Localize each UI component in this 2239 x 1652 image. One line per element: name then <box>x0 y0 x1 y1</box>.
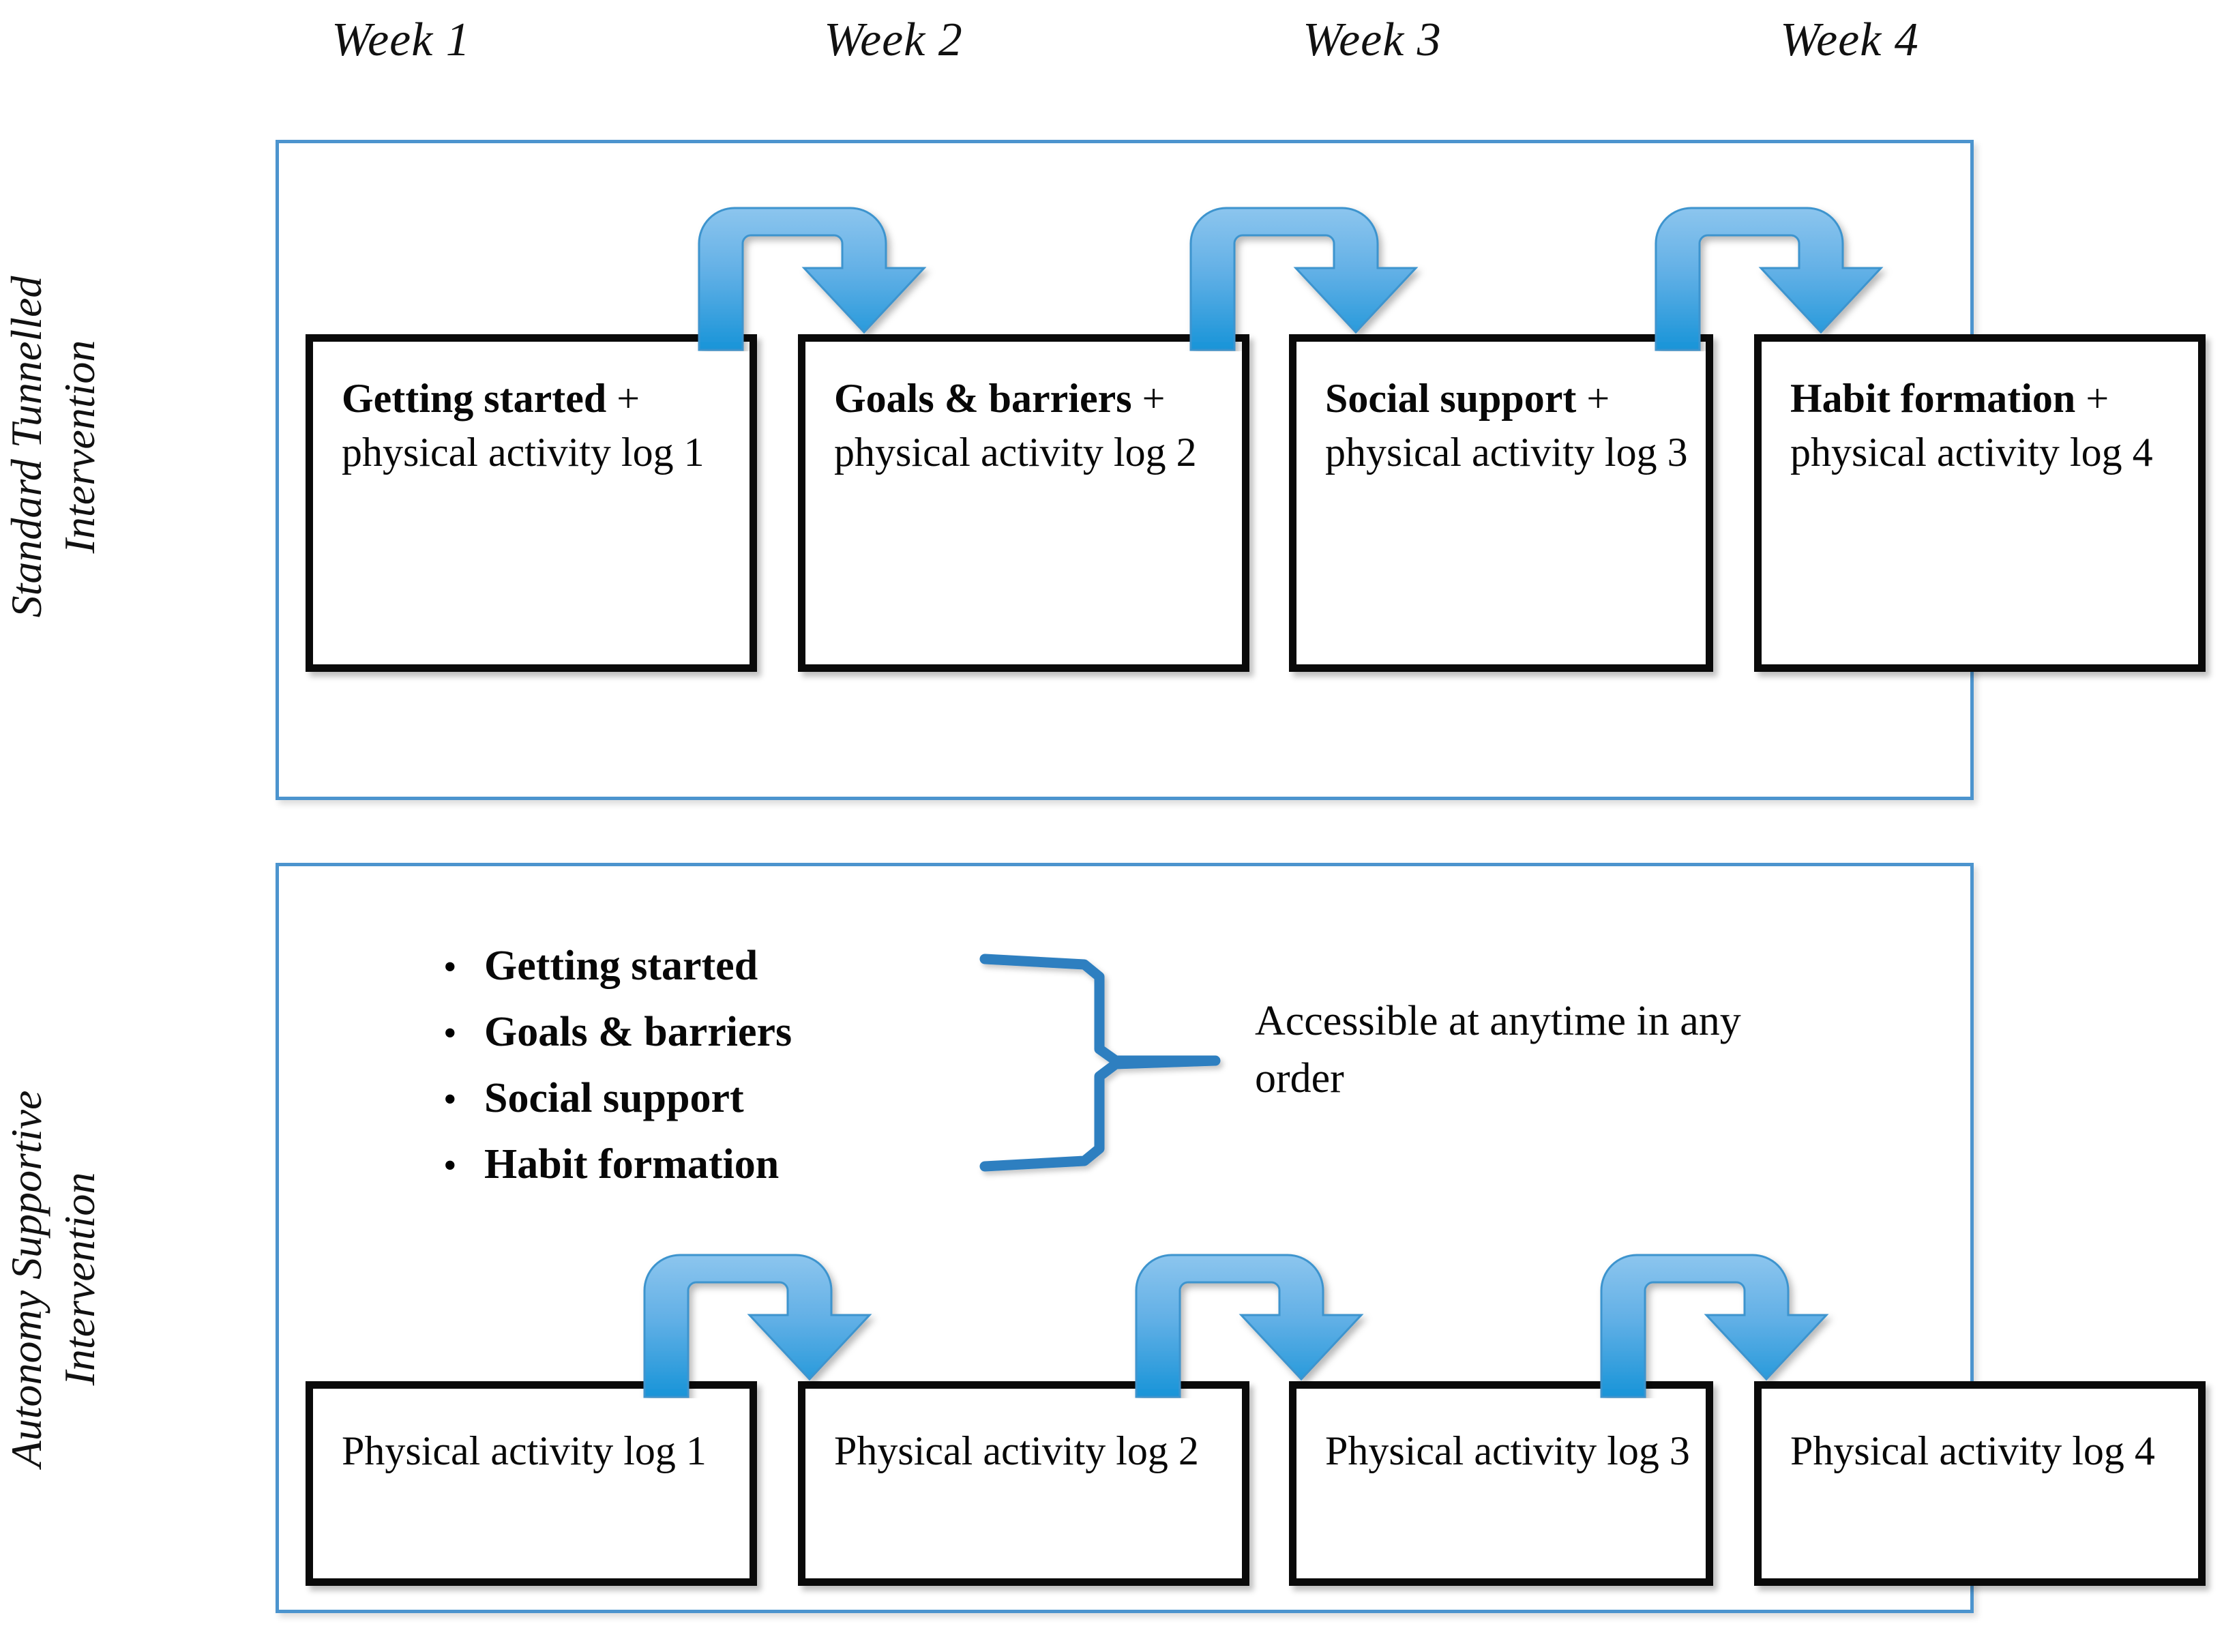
log-box-week-1[interactable]: Physical activity log 1 <box>306 1381 757 1586</box>
week-header-row: Week 1 Week 2 Week 3 Week 4 <box>0 0 2239 102</box>
module-box-week-4-title: Habit formation <box>1790 376 2076 421</box>
module-box-week-2-plus: + <box>1131 376 1166 421</box>
module-box-week-2-text: Goals & barriers + physical activity log… <box>834 372 1230 480</box>
module-list-label-goals-barriers: Goals & barriers <box>484 1009 792 1055</box>
log-box-week-4-text: Physical activity log 4 <box>1790 1428 2155 1473</box>
module-box-week-3-plus: + <box>1576 376 1610 421</box>
week-label-1: Week 1 <box>331 14 471 66</box>
module-list-label-social-support: Social support <box>484 1075 744 1121</box>
row-label-standard-tunnelled-intervention: Standard Tunnelled Intervention <box>0 89 106 805</box>
module-box-week-1[interactable]: Getting started + physical activity log … <box>306 334 757 672</box>
log-box-week-1-text: Physical activity log 1 <box>342 1428 707 1473</box>
module-box-week-1-plus: + <box>606 376 640 421</box>
module-box-week-1-rest: physical activity log 1 <box>342 430 705 475</box>
list-item[interactable]: • Habit formation <box>443 1143 1057 1209</box>
log-box-week-2-text: Physical activity log 2 <box>834 1428 1199 1473</box>
module-box-week-4-plus: + <box>2075 376 2109 421</box>
module-box-week-4-text: Habit formation + physical activity log … <box>1790 372 2186 480</box>
module-box-week-1-title: Getting started <box>342 376 607 421</box>
log-box-week-4[interactable]: Physical activity log 4 <box>1754 1381 2206 1586</box>
log-box-week-2[interactable]: Physical activity log 2 <box>798 1381 1249 1586</box>
bullet-dot-icon: • <box>443 1145 457 1187</box>
module-box-week-4[interactable]: Habit formation + physical activity log … <box>1754 334 2206 672</box>
row-label-autonomy-supportive-intervention: Autonomy Supportive Intervention <box>0 921 106 1637</box>
row-label-autonomy-line1: Autonomy Supportive <box>2 1090 50 1468</box>
log-box-week-3-text: Physical activity log 3 <box>1325 1428 1690 1473</box>
row-label-autonomy-line2: Intervention <box>55 1172 104 1386</box>
module-box-week-3-text: Social support + physical activity log 3 <box>1325 372 1693 480</box>
module-box-week-3-rest: physical activity log 3 <box>1325 430 1688 475</box>
module-list: • Getting started • Goals & barriers • S… <box>443 945 1057 1209</box>
accessible-anytime-note: Accessible at anytime in any order <box>1255 992 1937 1108</box>
module-box-week-4-rest: physical activity log 4 <box>1790 430 2153 475</box>
accessible-note-line1: Accessible at anytime in any <box>1255 998 1741 1044</box>
row-label-standard-line2: Intervention <box>55 340 104 554</box>
log-box-week-3[interactable]: Physical activity log 3 <box>1289 1381 1713 1586</box>
bullet-dot-icon: • <box>443 1012 457 1054</box>
row-label-standard-line1: Standard Tunnelled <box>2 276 50 618</box>
week-label-3: Week 3 <box>1303 14 1442 66</box>
module-list-label-habit-formation: Habit formation <box>484 1141 780 1188</box>
week-label-2: Week 2 <box>824 14 963 66</box>
module-box-week-2-title: Goals & barriers <box>834 376 1132 421</box>
module-box-week-3[interactable]: Social support + physical activity log 3 <box>1289 334 1713 672</box>
module-box-week-1-text: Getting started + physical activity log … <box>342 372 737 480</box>
list-item[interactable]: • Goals & barriers <box>443 1011 1057 1077</box>
week-label-4: Week 4 <box>1780 14 1919 66</box>
module-box-week-2[interactable]: Goals & barriers + physical activity log… <box>798 334 1249 672</box>
list-item[interactable]: • Getting started <box>443 945 1057 1011</box>
module-box-week-2-rest: physical activity log 2 <box>834 430 1197 475</box>
bullet-dot-icon: • <box>443 1078 457 1121</box>
bullet-dot-icon: • <box>443 946 457 988</box>
module-list-label-getting-started: Getting started <box>484 943 758 989</box>
list-item[interactable]: • Social support <box>443 1077 1057 1143</box>
accessible-note-line2: order <box>1255 1055 1344 1102</box>
right-curly-brace-icon <box>979 954 1221 1172</box>
module-box-week-3-title: Social support <box>1325 376 1577 421</box>
